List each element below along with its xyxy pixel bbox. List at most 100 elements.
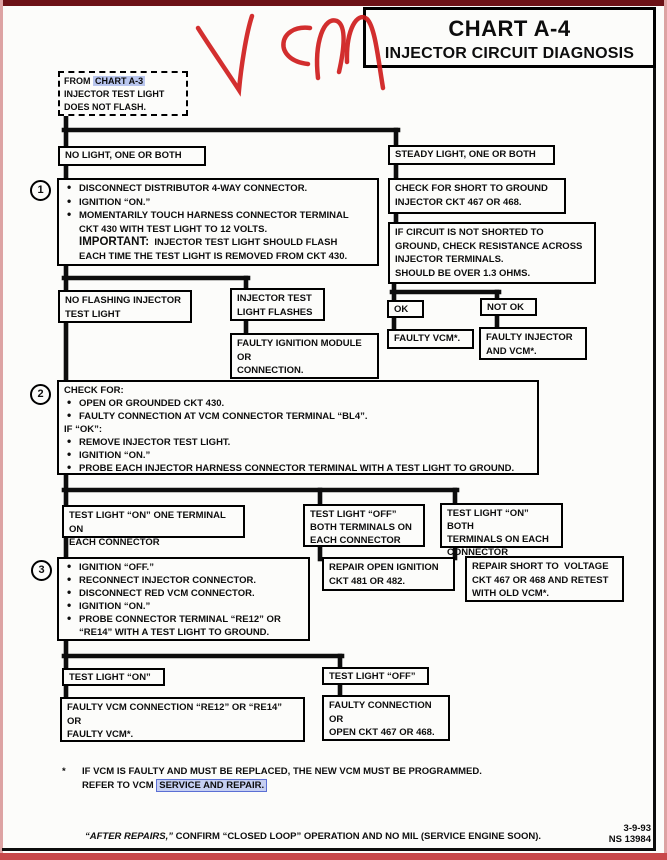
- text-line: INJECTOR TEST LIGHT: [64, 89, 165, 99]
- text-line: INJECTOR CKT 467 OR 468.: [395, 196, 522, 208]
- text-line: TEST LIGHT “ON” BOTH: [447, 508, 532, 532]
- text-line: FROM CHART A-3: [64, 75, 182, 88]
- text-line: FAULTY CONNECTION AT VCM CONNECTOR TERMI…: [64, 409, 532, 423]
- page-bottom-bar: [0, 853, 667, 860]
- node-no-flashing-test-light: NO FLASHING INJECTOR TEST LIGHT: [58, 290, 192, 323]
- node-faulty-connection-open-ckt: FAULTY CONNECTION OR OPEN CKT 467 OR 468…: [322, 695, 450, 741]
- text-line: OPEN OR GROUNDED CKT 430.: [64, 396, 532, 410]
- node-from-chart-a3: FROM CHART A-3 INJECTOR TEST LIGHT DOES …: [58, 71, 188, 116]
- text-line: EACH CONNECTOR: [310, 535, 401, 546]
- node-no-light: NO LIGHT, ONE OR BOTH: [58, 146, 206, 166]
- text-line: TEST LIGHT “OFF”: [310, 509, 397, 520]
- footnote-line-2: REFER TO VCM SERVICE AND REPAIR.: [62, 779, 482, 793]
- node-check-short-to-ground: CHECK FOR SHORT TO GROUND INJECTOR CKT 4…: [388, 178, 566, 214]
- text-line: IGNITION “ON.”: [64, 448, 532, 462]
- footnote: * IF VCM IS FAULTY AND MUST BE REPLACED,…: [62, 765, 482, 793]
- node-faulty-injector-and-vcm: FAULTY INJECTOR AND VCM*.: [479, 327, 587, 360]
- title-box: CHART A-4 INJECTOR CIRCUIT DIAGNOSIS: [363, 7, 656, 68]
- step-3-badge: 3: [31, 560, 52, 581]
- text-line: EACH TIME THE TEST LIGHT IS REMOVED FROM…: [79, 250, 348, 262]
- text-line: FAULTY VCM CONNECTION “RE12” OR “RE14”: [67, 702, 283, 713]
- chart-a3-link[interactable]: CHART A-3: [93, 76, 146, 86]
- node-repair-open-ignition: REPAIR OPEN IGNITION CKT 481 OR 482.: [322, 557, 455, 591]
- node-repair-short-to-voltage: REPAIR SHORT TO VOLTAGE CKT 467 OR 468 A…: [465, 556, 624, 602]
- text-line: PROBE CONNECTOR TERMINAL “RE12” OR: [64, 612, 303, 626]
- node-faulty-ignition-module: FAULTY IGNITION MODULE OR CONNECTION.: [230, 333, 379, 379]
- node-test-light-on-one-terminal: TEST LIGHT “ON” ONE TERMINAL ON EACH CON…: [62, 505, 245, 548]
- text-line: CKT 481 OR 482.: [329, 575, 406, 587]
- text-line: IGNITION “OFF.”: [64, 560, 303, 574]
- text-line: GROUND, CHECK RESISTANCE ACROSS: [395, 240, 583, 252]
- text-line: DISCONNECT RED VCM CONNECTOR.: [64, 586, 303, 600]
- text-line: CKT 430 WITH TEST LIGHT TO 12 VOLTS.: [79, 223, 268, 235]
- text-line: CHECK FOR:: [64, 385, 124, 396]
- node-faulty-vcm-connection: FAULTY VCM CONNECTION “RE12” OR “RE14” O…: [60, 697, 305, 742]
- page-title: CHART A-4: [448, 16, 571, 41]
- node-steady-light: STEADY LIGHT, ONE OR BOTH: [388, 145, 555, 165]
- node-test-light-on-both-terminals: TEST LIGHT “ON” BOTH TERMINALS ON EACH C…: [440, 503, 563, 558]
- text-line: IF “OK”:: [64, 424, 102, 435]
- asterisk-marker: *: [62, 766, 66, 777]
- after-repairs-italic: “AFTER REPAIRS,”: [85, 831, 173, 842]
- page-top-bar: [0, 0, 667, 6]
- node-step-3: IGNITION “OFF.” RECONNECT INJECTOR CONNE…: [57, 557, 310, 641]
- node-test-light-flashes: INJECTOR TEST LIGHT FLASHES: [230, 288, 325, 321]
- text-line: MOMENTARILY TOUCH HARNESS CONNECTOR TERM…: [64, 208, 372, 223]
- text-line: WITH OLD VCM*.: [472, 588, 550, 599]
- text-line: PROBE EACH INJECTOR HARNESS CONNECTOR TE…: [64, 461, 532, 475]
- text-line: REPAIR SHORT TO VOLTAGE: [472, 561, 609, 572]
- text-line: BOTH TERMINALS ON: [310, 522, 412, 533]
- page-right-edge: [664, 0, 667, 860]
- node-test-light-off: TEST LIGHT “OFF”: [322, 667, 429, 685]
- text-line: FAULTY VCM*.: [67, 729, 134, 740]
- text-line: OR: [67, 715, 82, 727]
- after-repairs-rest: CONFIRM “CLOSED LOOP” OPERATION AND NO M…: [172, 831, 542, 842]
- node-if-circuit-not-shorted: IF CIRCUIT IS NOT SHORTED TO GROUND, CHE…: [388, 222, 596, 284]
- node-ok: OK: [387, 300, 424, 318]
- page-bottom-border: [2, 848, 656, 851]
- node-faulty-vcm: FAULTY VCM*.: [387, 329, 474, 349]
- important-text: INJECTOR TEST LIGHT SHOULD FLASH: [149, 237, 338, 248]
- node-test-light-off-both-terminals: TEST LIGHT “OFF” BOTH TERMINALS ON EACH …: [303, 504, 425, 547]
- text-line: IF CIRCUIT IS NOT SHORTED TO: [395, 227, 544, 238]
- service-and-repair-link[interactable]: SERVICE AND REPAIR.: [156, 779, 268, 792]
- text-line: OR: [329, 713, 344, 725]
- page-left-edge: [0, 0, 3, 860]
- text-line: CONNECTION.: [237, 365, 304, 376]
- text-line: DOES NOT FLASH.: [64, 102, 147, 112]
- footnote-text: REFER TO VCM: [82, 780, 157, 791]
- text-line: CONNECTOR: [447, 547, 509, 558]
- text-line: FAULTY INJECTOR: [486, 332, 573, 343]
- text-line: AND VCM*.: [486, 345, 537, 357]
- text-line: REPAIR OPEN IGNITION: [329, 562, 439, 573]
- step-1-badge: 1: [30, 180, 51, 201]
- important-label: IMPORTANT:: [79, 236, 150, 248]
- text-line: “RE14” WITH A TEST LIGHT TO GROUND.: [79, 627, 270, 638]
- text-line: IMPORTANT: INJECTOR TEST LIGHT SHOULD FL…: [64, 236, 372, 250]
- text-line: FAULTY IGNITION MODULE: [237, 338, 362, 349]
- handwritten-vcm-annotation: [195, 13, 386, 97]
- text-line: TEST LIGHT “ON” ONE TERMINAL ON: [69, 510, 229, 535]
- text-line: RECONNECT INJECTOR CONNECTOR.: [64, 573, 303, 587]
- page-subtitle: INJECTOR CIRCUIT DIAGNOSIS: [384, 45, 635, 62]
- text-line: EACH CONNECTOR: [69, 537, 160, 548]
- text-line: IGNITION “ON.”: [64, 195, 372, 210]
- text-line: SHOULD BE OVER 1.3 OHMS.: [395, 267, 531, 279]
- text-line: OR: [237, 351, 252, 363]
- text-line: REMOVE INJECTOR TEST LIGHT.: [64, 435, 532, 449]
- node-step-2: CHECK FOR: OPEN OR GROUNDED CKT 430. FAU…: [57, 380, 539, 475]
- text-line: CKT 467 OR 468 AND RETEST: [472, 574, 609, 586]
- text-line: IGNITION “ON.”: [64, 599, 303, 613]
- text-line: CHECK FOR SHORT TO GROUND: [395, 183, 548, 194]
- node-not-ok: NOT OK: [480, 298, 537, 316]
- revision-block: 3-9-93 NS 13984: [609, 823, 651, 845]
- node-step-1: DISCONNECT DISTRIBUTOR 4-WAY CONNECTOR. …: [57, 178, 379, 266]
- text-line: TERMINALS ON EACH: [447, 534, 549, 545]
- text-line: FAULTY CONNECTION: [329, 700, 432, 711]
- text-line: DISCONNECT DISTRIBUTOR 4-WAY CONNECTOR.: [64, 181, 372, 196]
- text-line: INJECTOR TERMINALS.: [395, 254, 504, 265]
- footnote-line-1: * IF VCM IS FAULTY AND MUST BE REPLACED,…: [62, 765, 482, 779]
- after-repairs-note: “AFTER REPAIRS,” CONFIRM “CLOSED LOOP” O…: [85, 831, 541, 842]
- page-right-border: [653, 7, 656, 850]
